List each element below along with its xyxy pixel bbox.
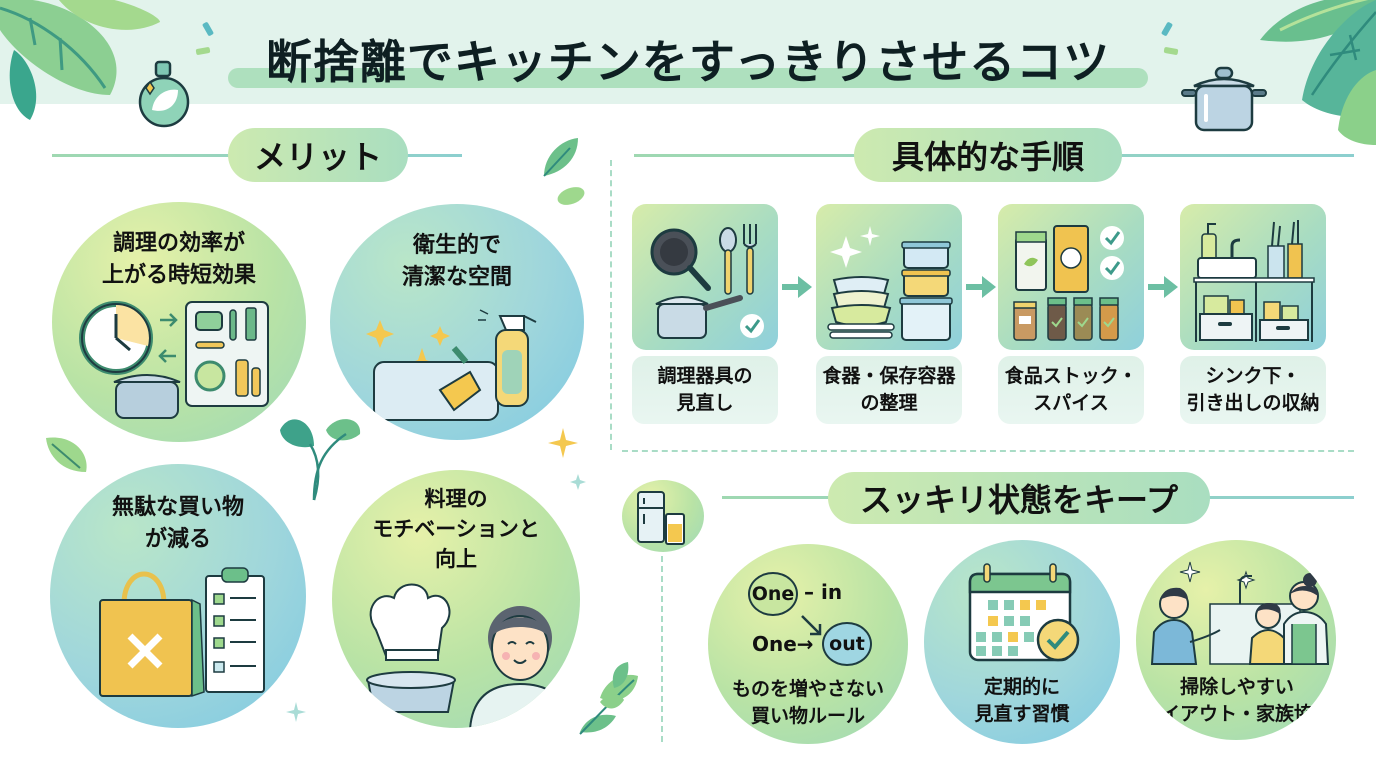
step-arrow-icon — [966, 276, 996, 298]
step-image — [1180, 204, 1326, 350]
step-arrow-icon — [782, 276, 812, 298]
merits-heading: メリット — [228, 128, 408, 182]
merit-card-motivation: 料理の モチベーションと 向上 — [332, 470, 580, 728]
shopping-bag-checklist-icon — [99, 567, 265, 698]
leaf-decoration-top-right-icon — [1260, 0, 1376, 145]
leaf-icon — [600, 662, 629, 709]
down-right-arrow-icon — [801, 615, 822, 636]
leaf-icon — [543, 138, 578, 177]
leaf-icon — [557, 187, 585, 205]
step-image — [998, 204, 1144, 350]
section-divider-vertical — [610, 160, 612, 450]
section-divider-horizontal — [622, 450, 1354, 452]
step-card-dishes: 食器・保存容器 の整理 — [816, 204, 962, 424]
food-stock-spices-icon — [1013, 225, 1124, 341]
sprig-icon — [280, 419, 361, 501]
keep-card-easy-layout: 掃除しやすい レイアウト・家族協力 — [1136, 540, 1336, 740]
keep-heading: スッキリ状態をキープ — [828, 472, 1210, 524]
step-label: シンク下・ 引き出しの収納 — [1180, 356, 1326, 424]
steps-heading: 具体的な手順 — [854, 128, 1122, 182]
one-in-one-out-icon: One – in One→ out — [708, 544, 908, 744]
page-title: 断捨離でキッチンをすっきりさせるコツ — [265, 35, 1111, 89]
keep-label: 掃除しやすい レイアウト・家族協力 — [1141, 676, 1332, 725]
flask-leaf-icon — [138, 60, 190, 128]
step-card-food-stock: 食品ストック・ スパイス — [998, 204, 1144, 424]
step-label: 食品ストック・ スパイス — [998, 356, 1144, 424]
family-kitchen-icon — [1150, 561, 1330, 665]
keep-label: 定期的に 見直す習慣 — [974, 676, 1070, 725]
step-card-cookware: 調理器具の 見直し — [632, 204, 778, 424]
sparkle-icon — [548, 428, 578, 458]
calendar-check-icon — [968, 563, 1080, 662]
title-highlight — [228, 68, 1148, 88]
sink-storage-icon — [1193, 220, 1315, 342]
out-circle: out — [822, 622, 872, 666]
keep-connector — [661, 556, 663, 742]
dishes-containers-icon — [827, 226, 953, 341]
step-image — [632, 204, 778, 350]
one-out-text: One→ — [752, 632, 814, 656]
one-in-circle: One — [748, 572, 798, 616]
merit-label: 調理の効率が 上がる時短効果 — [101, 231, 256, 288]
keep-card-shopping-rule: One – in One→ out ものを増やさない 買い物ルール — [708, 544, 908, 744]
merit-card-time-saving: 調理の効率が 上がる時短効果 — [52, 202, 306, 442]
spray-cleaning-icon — [366, 309, 537, 421]
cookware-icon — [650, 224, 764, 339]
step-arrow-icon — [1148, 276, 1178, 298]
leaf-icon — [46, 437, 87, 472]
merit-label: 衛生的で 清潔な空間 — [401, 233, 512, 290]
in-text: – in — [804, 580, 843, 604]
merit-label: 無駄な買い物 が減る — [111, 495, 244, 552]
leaf-decoration-top-left-icon — [0, 0, 160, 120]
sparkle-icon — [570, 474, 586, 490]
keep-card-regular-review: 定期的に 見直す習慣 — [924, 540, 1120, 744]
merit-card-less-waste: 無駄な買い物 が減る — [50, 464, 306, 728]
step-card-sink-storage: シンク下・ 引き出しの収納 — [1180, 204, 1326, 424]
step-label: 食器・保存容器 の整理 — [816, 356, 962, 424]
merit-card-hygiene: 衛生的で 清潔な空間 — [330, 204, 584, 440]
sparkle-icon — [286, 702, 306, 722]
clock-utensils-icon — [79, 301, 269, 419]
leaf-icon — [579, 674, 638, 735]
step-label: 調理器具の 見直し — [632, 356, 778, 424]
merit-label: 料理の モチベーションと 向上 — [372, 487, 540, 571]
step-image — [816, 204, 962, 350]
pot-icon — [1181, 66, 1267, 132]
fridge-badge — [622, 480, 704, 552]
fridge-jar-icon — [637, 491, 685, 545]
keep-label: ものを増やさない 買い物ルール — [731, 678, 884, 727]
chef-hat-person-icon — [366, 583, 571, 728]
